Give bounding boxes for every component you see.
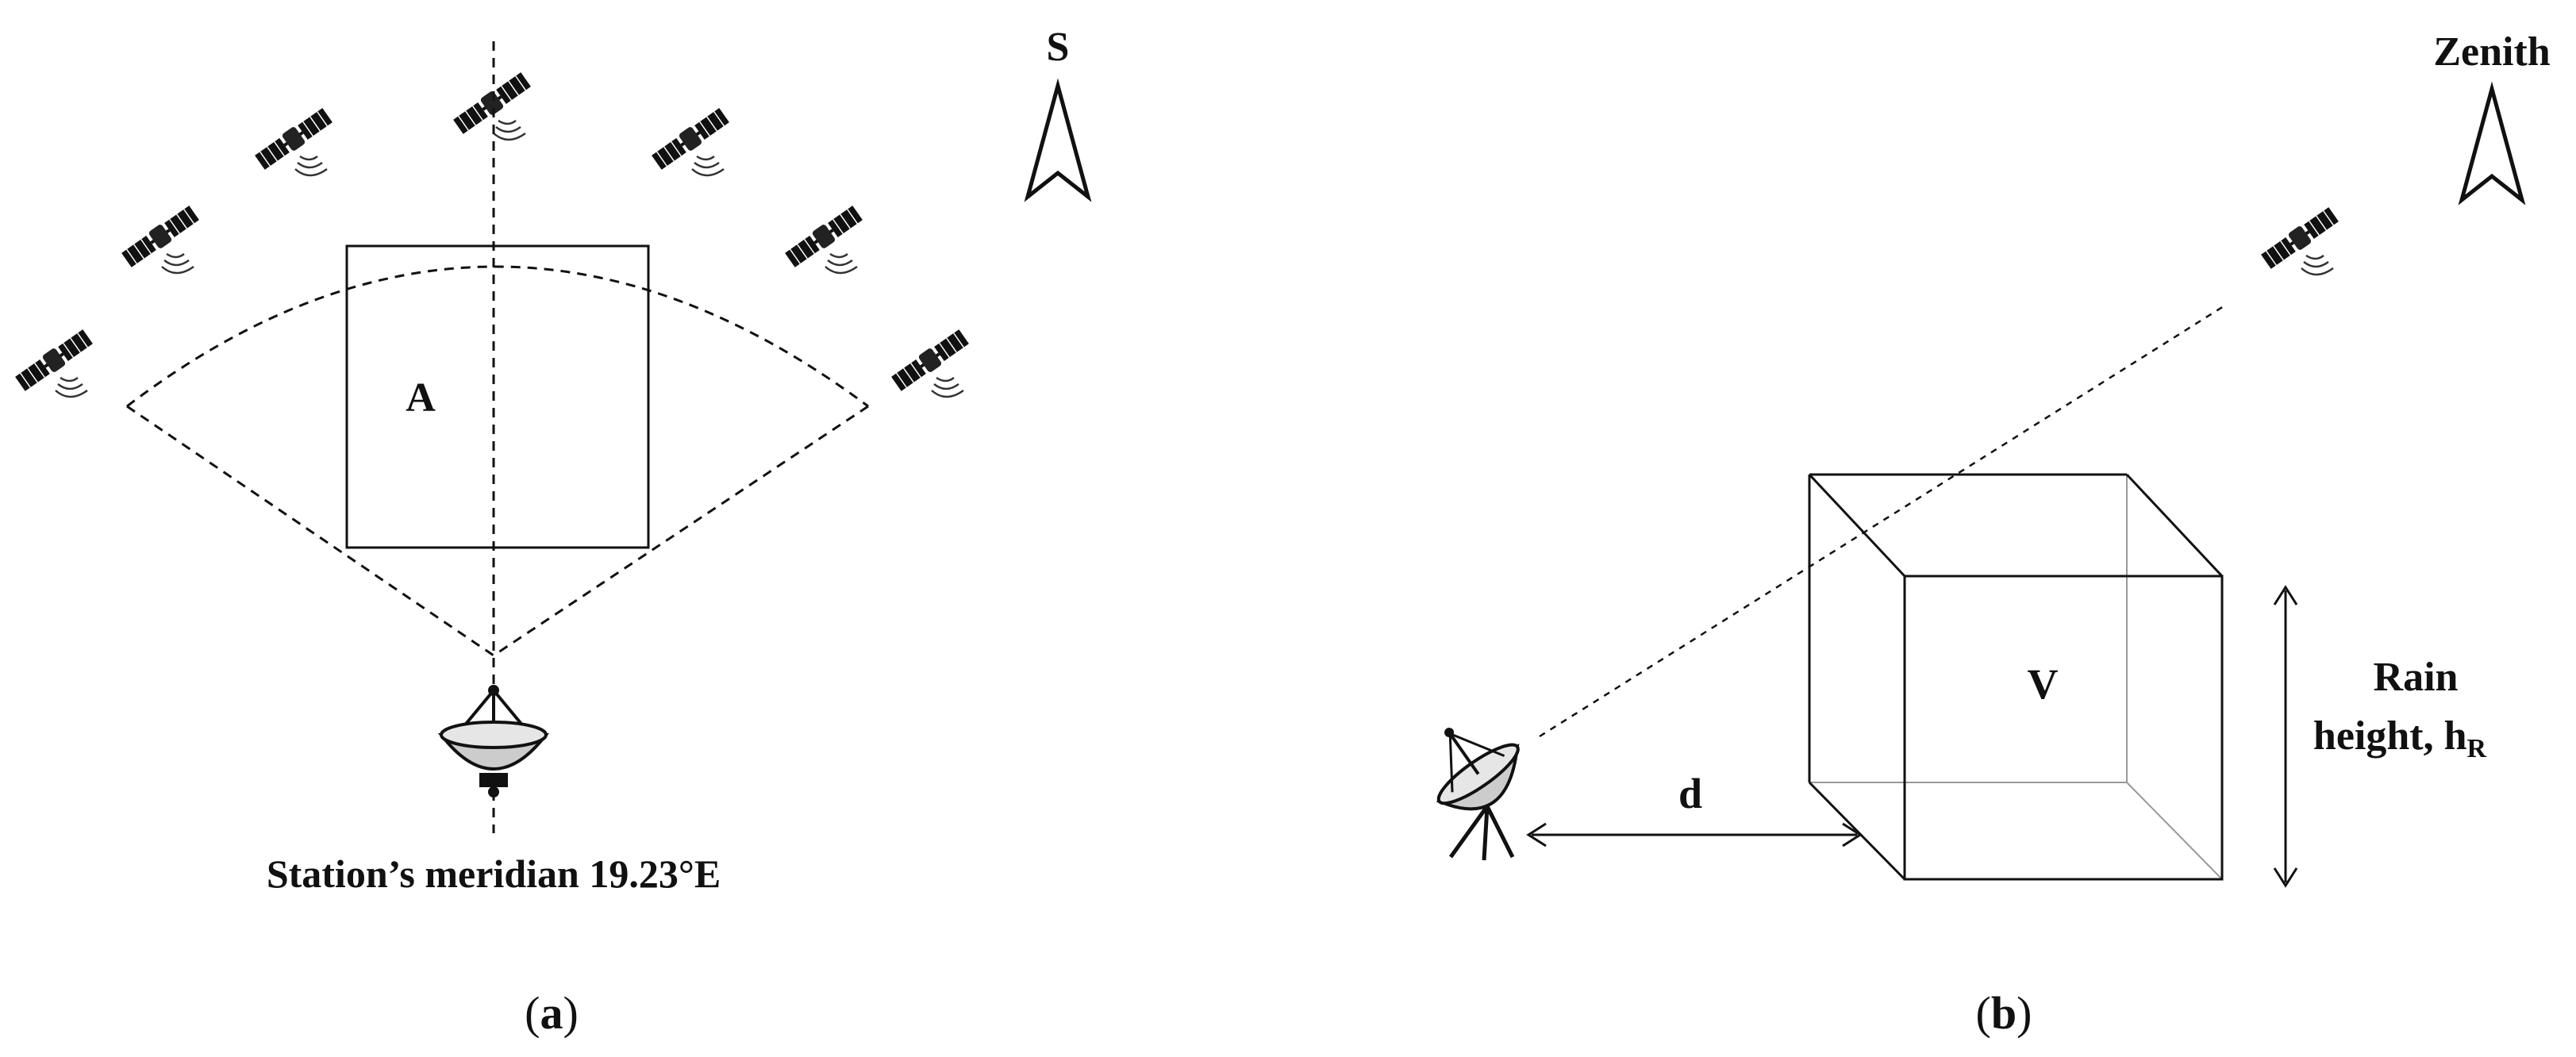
distance-label: d [1678, 770, 1702, 817]
area-a-box [345, 244, 650, 549]
area-a-label: A [406, 375, 436, 421]
panel-a-caption-letter: a [540, 987, 563, 1039]
zenith-label: Zenith [2433, 29, 2550, 75]
satellite-icon [12, 326, 96, 398]
north-label: S [1047, 25, 1070, 70]
coverage-arc [126, 265, 869, 408]
rain-height-subscript: R [2467, 734, 2487, 763]
coverage-edge-right [493, 405, 869, 657]
satellite-icon [782, 202, 866, 275]
panel-a-caption: (a) [525, 987, 579, 1039]
north-arrow-icon [1028, 86, 1088, 197]
satellite-icon [252, 105, 336, 177]
panel-b: Zenith V [1436, 29, 2551, 1039]
zenith-arrow-icon [2462, 89, 2522, 200]
tripod-dish-antenna-icon [1436, 727, 1520, 861]
rain-height-text: height, h [2313, 713, 2467, 759]
slant-path-line [1539, 305, 2224, 738]
rain-height-label-line1: Rain [2374, 655, 2459, 700]
rain-height-arrow [2273, 585, 2298, 888]
meridian-caption: Station’s meridian 19.23°E [267, 851, 721, 896]
volume-label: V [2028, 660, 2059, 708]
panel-b-caption-letter: b [1991, 987, 2017, 1039]
distance-arrow [1526, 822, 1863, 848]
rain-volume-cube [1808, 473, 2224, 881]
panel-a: S A Station’s meridian 19.23°E (a) [12, 25, 1088, 1039]
satellite-icon [118, 202, 202, 275]
rain-height-label-line2: height, hR [2313, 713, 2487, 763]
coverage-edge-left [126, 405, 494, 657]
satellite-icon [450, 69, 534, 141]
panel-b-caption: (b) [1976, 987, 2032, 1039]
satellite-icon [2258, 204, 2342, 276]
dish-antenna-icon [437, 685, 550, 798]
satellite-icon [648, 105, 732, 177]
satellite-icon [888, 326, 972, 398]
